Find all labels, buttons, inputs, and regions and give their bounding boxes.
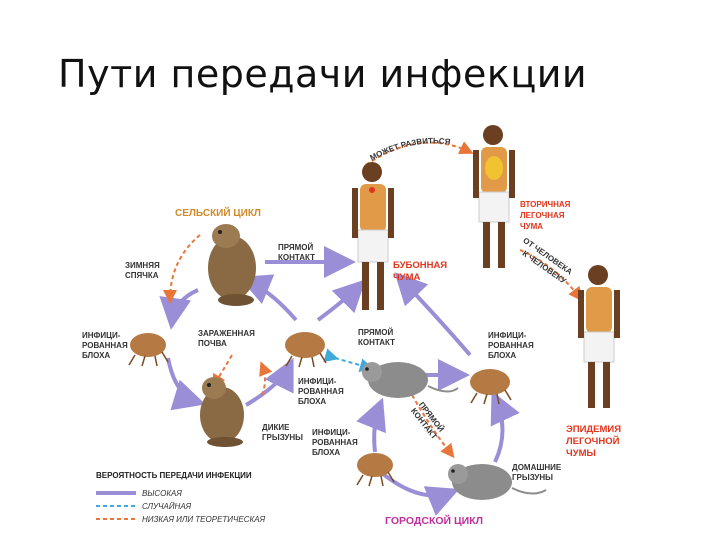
wild-rodents-label: ДИКИЕ ГРЫЗУНЫ [262, 423, 303, 442]
legend-item-high: ВЫСОКАЯ [142, 489, 182, 498]
human-epidemic-icon [578, 265, 620, 408]
arrow-direct-contact-diag [411, 394, 455, 459]
arrow-flea-right-to-human [394, 272, 472, 357]
groundhog-icon [208, 224, 256, 306]
urban-cycle-label: ГОРОДСКОЙ ЦИКЛ [385, 514, 483, 527]
legend-title: ВЕРОЯТНОСТЬ ПЕРЕДАЧИ ИНФЕКЦИИ [96, 471, 252, 480]
contaminated-soil-label: ЗАРАЖЕННАЯ ПОЧВА [198, 329, 257, 348]
infected-flea-left-label: ИНФИЦИ- РОВАННАЯ БЛОХА [82, 331, 130, 360]
arrow-develop [365, 141, 474, 166]
infected-flea-right-label: ИНФИЦИ- РОВАННАЯ БЛОХА [488, 331, 536, 360]
flea-right-icon [470, 369, 512, 405]
arrow-flea-to-human [316, 279, 366, 322]
arrow-soil-to-groundhog [159, 288, 199, 330]
slide-title: Пути передачи инфекции [58, 52, 588, 96]
arrow-soil-to-rodent [211, 354, 233, 389]
urban-rat-icon [362, 362, 459, 398]
rural-cycle-label: СЕЛЬСКИЙ ЦИКЛ [175, 206, 261, 219]
flea-center-icon [285, 332, 327, 368]
infected-flea-low-label: ИНФИЦИ- РОВАННАЯ БЛОХА [312, 428, 360, 457]
epidemic-pneumonic-label: ЭПИДЕМИЯ ЛЕГОЧНОЙ ЧУМЫ [566, 424, 624, 459]
human-bubonic-icon [352, 162, 394, 310]
human-secondary-icon [473, 125, 515, 268]
direct-contact-mid-label: ПРЯМОЙ КОНТАКТ [358, 328, 396, 347]
may-develop-label: МОЖЕТ РАЗВИТЬСЯ [369, 136, 452, 162]
arrow-human-to-human [519, 249, 583, 302]
hibernation-label: ЗИМНЯЯ СПЯЧКА [125, 261, 162, 280]
arrow-domestic-to-flea [490, 390, 520, 463]
flea-left-icon [128, 333, 169, 367]
flea-low-icon [356, 453, 395, 487]
domestic-rat-icon [448, 464, 547, 500]
human-to-human-label: ОТ ЧЕЛОВЕКА К ЧЕЛОВЕКУ [515, 236, 576, 287]
direct-contact-diag-label: ПРЯМОЙ КОНТАКТ [409, 400, 447, 441]
bubonic-plague-label: БУБОННАЯ ЧУМА [393, 260, 450, 283]
arrow-rodent-to-soil [259, 361, 273, 396]
arrow-urban-loop [376, 468, 460, 516]
secondary-pneumonic-label: ВТОРИЧНАЯ ЛЕГОЧНАЯ ЧУМА [520, 200, 573, 231]
infected-flea-mid-label: ИНФИЦИ- РОВАННАЯ БЛОХА [298, 377, 346, 406]
legend-item-random: СЛУЧАЙНАЯ [142, 502, 192, 511]
arrow-flea-low-to-rat [356, 397, 386, 453]
wild-rodent-icon [200, 377, 244, 447]
direct-contact-top-label: ПРЯМОЙ КОНТАКТ [278, 243, 316, 262]
arrow-flea-to-rodents [166, 357, 206, 411]
arrow-hibernation-loop [163, 234, 201, 304]
domestic-rodents-label: ДОМАШНИЕ ГРЫЗУНЫ [512, 463, 564, 482]
legend: ВЕРОЯТНОСТЬ ПЕРЕДАЧИ ИНФЕКЦИИ ВЫСОКАЯ СЛ… [96, 471, 266, 524]
legend-item-low: НИЗКАЯ ИЛИ ТЕОРЕТИЧЕСКАЯ [142, 515, 266, 524]
arrow-rodents-to-flea [244, 357, 294, 407]
